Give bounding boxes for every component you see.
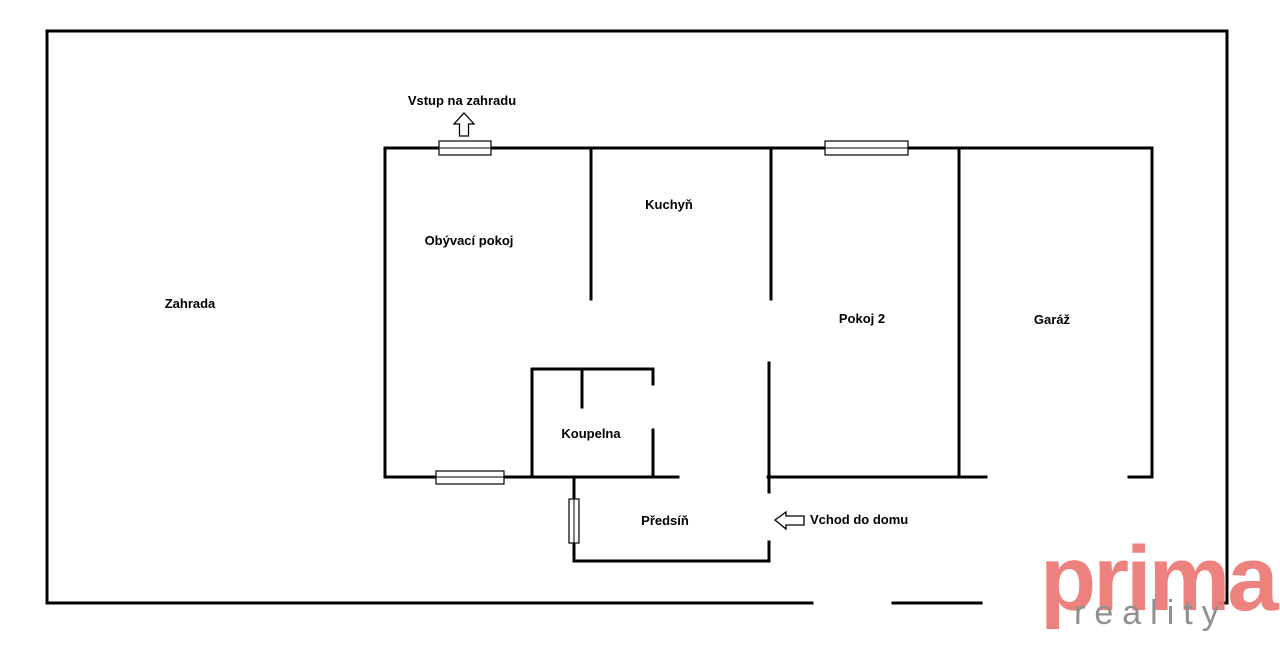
room-label-bathroom: Koupelna [561,426,621,441]
window-room-2 [824,140,909,156]
house-walls [383,146,1154,563]
room-label-garden: Zahrada [165,296,216,311]
room-label-living-room: Obývací pokoj [425,233,514,248]
room-label-hallway: Předsíň [641,513,689,528]
watermark-brand: prima [1040,528,1279,630]
annotation-garden-entry: Vstup na zahradu [408,93,516,108]
window-living-room [438,140,492,156]
arrow-up-icon [452,112,476,137]
annotation-house-entry: Vchod do domu [810,512,908,527]
window-living-room-bottom [435,470,505,485]
room-label-kitchen: Kuchyň [645,197,693,212]
room-label-room-2: Pokoj 2 [839,311,885,326]
room-label-garage: Garáž [1034,312,1071,327]
watermark-logo: prima reality [1040,528,1280,632]
window-vestibule [568,498,580,544]
watermark-subtitle: reality [1074,594,1228,632]
arrow-left-icon [773,510,805,531]
plot-boundary [45,29,1229,605]
